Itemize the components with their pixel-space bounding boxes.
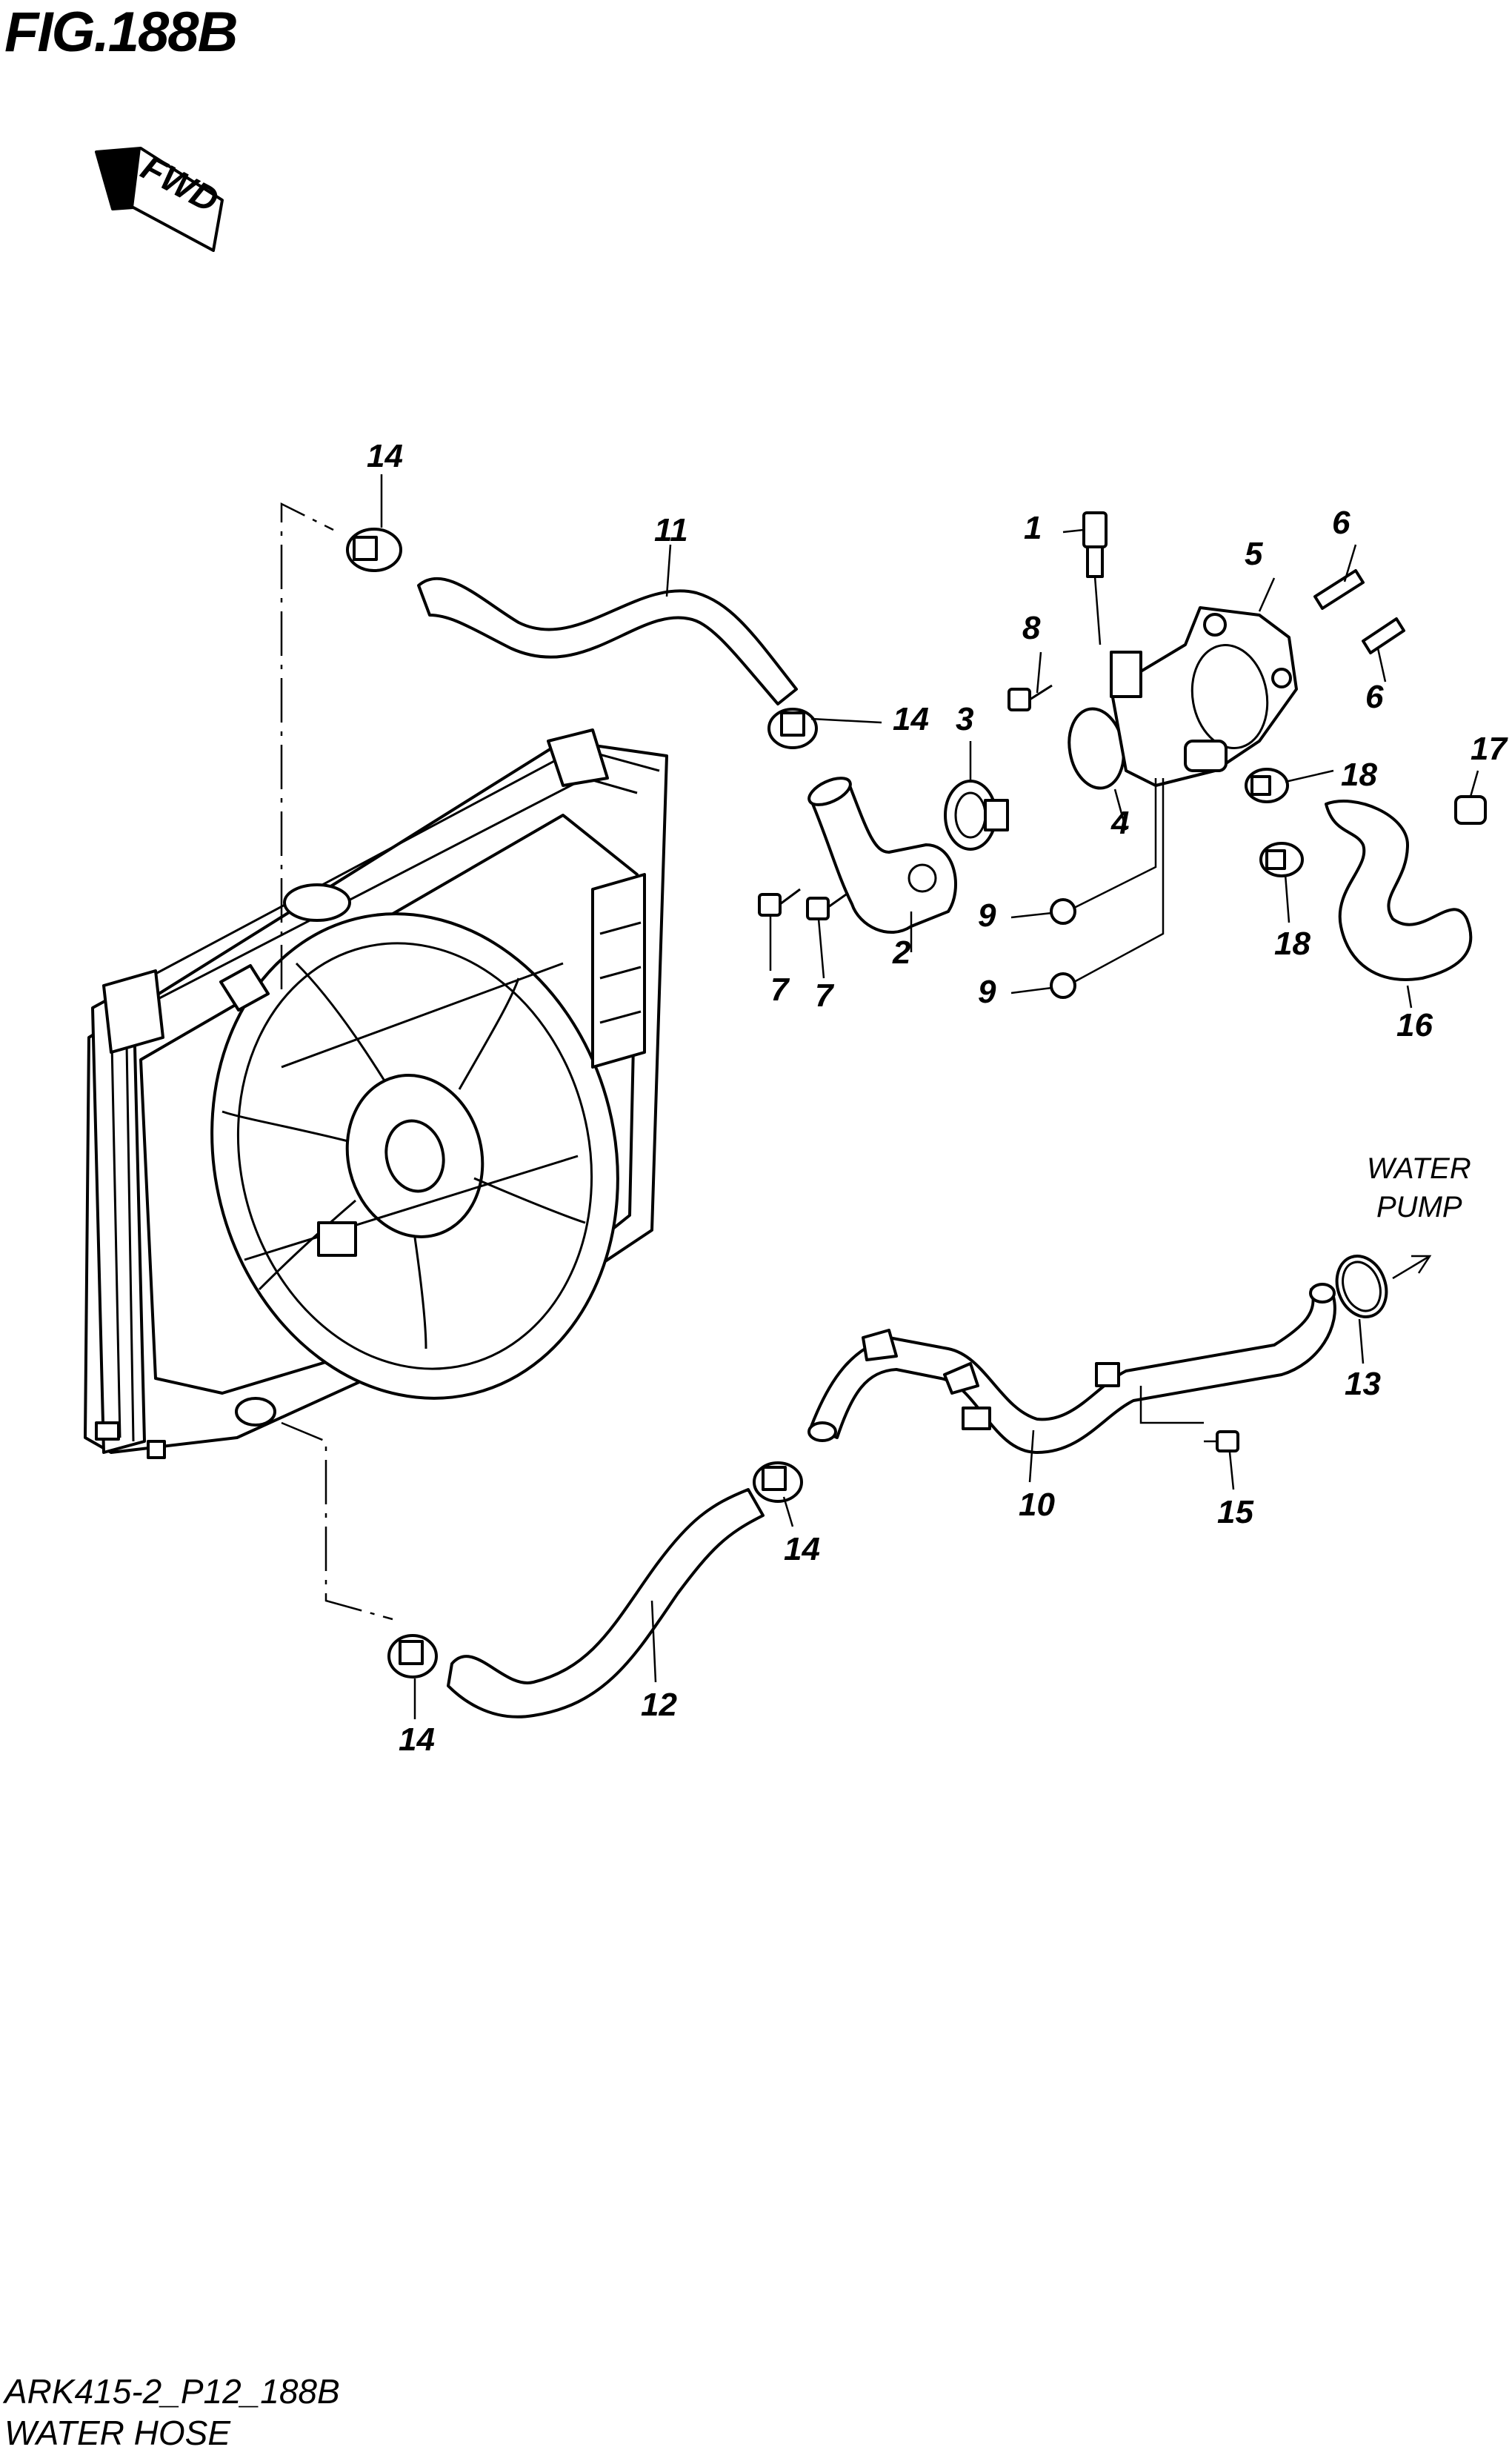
callout-1: 1 [1024, 510, 1042, 546]
drawing-code: ARK415-2_P12_188B [4, 2372, 340, 2411]
o-ring [1335, 1255, 1388, 1318]
callout-6-upper: 6 [1332, 505, 1351, 541]
upper-radiator-hose [417, 577, 798, 705]
callout-4: 4 [1110, 805, 1129, 841]
clamp-18-a [1245, 768, 1289, 803]
water-pump-note-line2: PUMP [1376, 1191, 1462, 1223]
clamp-14-a [346, 528, 402, 572]
bolt-8 [1008, 684, 1053, 711]
callout-14-c: 14 [784, 1531, 820, 1567]
callout-9-b: 9 [978, 974, 996, 1010]
bolt-7-a [758, 888, 801, 917]
radiator-fan-assembly [84, 728, 668, 1459]
cap-17 [1454, 795, 1487, 825]
callout-18-a: 18 [1341, 757, 1377, 793]
nut-9-b [1050, 972, 1076, 999]
callout-5: 5 [1245, 536, 1263, 572]
callout-7-a: 7 [770, 972, 790, 1008]
lower-radiator-hose [447, 1488, 765, 1719]
callout-6-lower: 6 [1365, 679, 1384, 715]
callout-17: 17 [1471, 731, 1508, 767]
callout-3: 3 [956, 701, 973, 737]
clamp-14-b [767, 708, 818, 749]
callout-12: 12 [641, 1687, 677, 1723]
clamp-18-b [1259, 842, 1304, 877]
bolt-15 [1204, 1430, 1239, 1452]
callout-8: 8 [1022, 610, 1041, 646]
callout-11: 11 [654, 512, 688, 548]
leader-lines [380, 474, 1479, 1719]
fwd-arrow-icon: FWD [95, 147, 224, 252]
drawing-caption: WATER HOSE [4, 2414, 230, 2452]
stud-bolt-lower [1362, 617, 1405, 654]
stud-bolt-upper [1313, 569, 1365, 610]
bolt-7-b [806, 891, 849, 920]
nut-9-a [1050, 898, 1076, 925]
callout-15: 15 [1217, 1494, 1253, 1530]
clamp-14-c [753, 1461, 803, 1503]
bypass-hose [1325, 800, 1473, 981]
figure-title: FIG.188B [4, 1, 238, 64]
callout-14-b: 14 [893, 701, 929, 737]
water-pump-note-line1: WATER [1367, 1152, 1471, 1185]
callout-14-d: 14 [399, 1721, 435, 1758]
water-inlet-housing [1110, 606, 1298, 787]
callout-18-b: 18 [1274, 926, 1310, 962]
water-pipe [807, 1283, 1336, 1454]
thermostat-cap [807, 777, 957, 934]
callout-2: 2 [892, 934, 911, 971]
callout-7-b: 7 [815, 977, 835, 1014]
temperature-sensor [1082, 511, 1108, 645]
thermostat [944, 780, 1009, 851]
callout-14-a: 14 [367, 438, 403, 474]
callout-9-a: 9 [978, 897, 996, 934]
callout-10: 10 [1019, 1487, 1055, 1523]
callout-16: 16 [1396, 1007, 1433, 1043]
clamp-14-d [387, 1634, 438, 1678]
callout-13: 13 [1345, 1366, 1381, 1402]
